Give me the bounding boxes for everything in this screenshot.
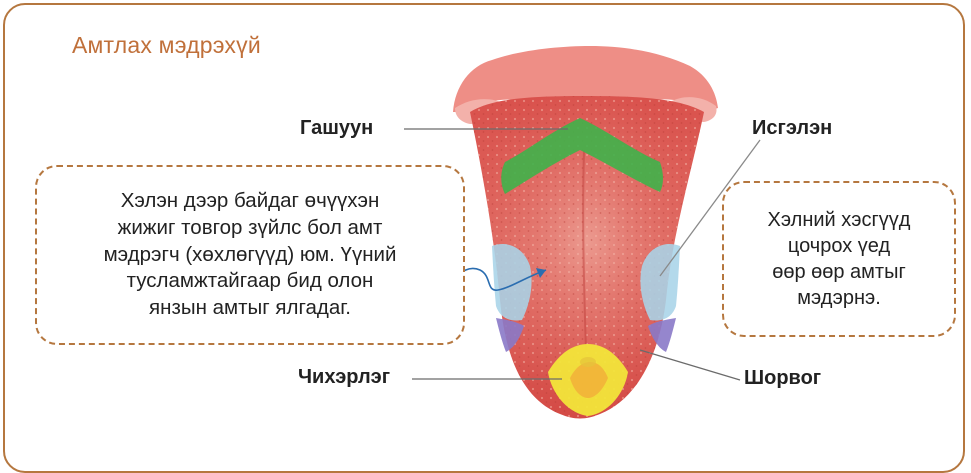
label-sweet: Чихэрлэг [298,366,390,389]
callout-line: Хэлэн дээр байдаг өчүүхэн [104,188,397,215]
salty-leader-line [640,350,740,380]
callout-line: Хэлний хэсгүүд [768,207,911,233]
callout-papillae-text: Хэлэн дээр байдаг өчүүхэн жижиг товгор з… [104,188,397,321]
callout-line: өөр өөр амтыг [768,259,911,285]
callout-line: жижиг товгор зүйлс бол амт [104,215,397,242]
label-salty: Шорвог [744,367,821,390]
callout-tongue-zones-text: Хэлний хэсгүүд цочрох үед өөр өөр амтыг … [768,207,911,311]
label-sour: Исгэлэн [752,117,832,140]
callout-papillae: Хэлэн дээр байдаг өчүүхэн жижиг товгор з… [35,165,465,345]
callout-line: янзын амтыг ялгадаг. [104,295,397,322]
label-bitter: Гашуун [300,117,373,140]
callout-line: мэдэрнэ. [768,285,911,311]
callout-tongue-zones: Хэлний хэсгүүд цочрох үед өөр өөр амтыг … [722,181,956,337]
callout-line: тусламжтайгаар бид олон [104,268,397,295]
callout-line: мэдрэгч (хөхлөгүүд) юм. Үүний [104,242,397,269]
callout-line: цочрох үед [768,233,911,259]
